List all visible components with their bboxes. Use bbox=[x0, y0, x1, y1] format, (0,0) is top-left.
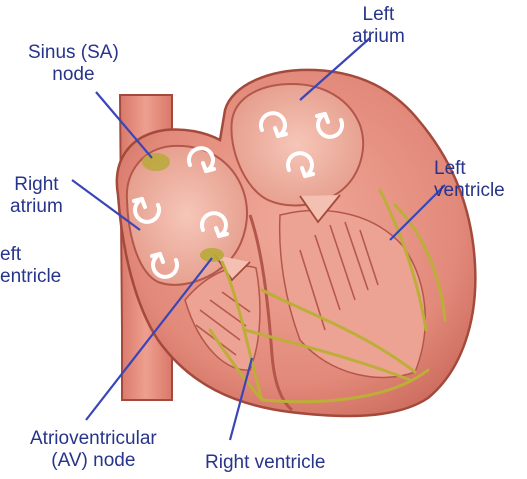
av-node bbox=[200, 248, 224, 262]
label-cropped-left-ventricle: eft entricle bbox=[0, 244, 61, 288]
label-right-ventricle: Right ventricle bbox=[205, 452, 325, 474]
label-av-node: Atrioventricular (AV) node bbox=[30, 428, 157, 472]
label-left-ventricle: Left ventricle bbox=[434, 158, 505, 202]
label-right-atrium: Right atrium bbox=[10, 174, 63, 218]
left-atrium-chamber bbox=[231, 84, 363, 205]
label-sa-node: Sinus (SA) node bbox=[28, 42, 119, 86]
sa-node bbox=[142, 153, 170, 171]
label-left-atrium: Left atrium bbox=[352, 4, 405, 48]
